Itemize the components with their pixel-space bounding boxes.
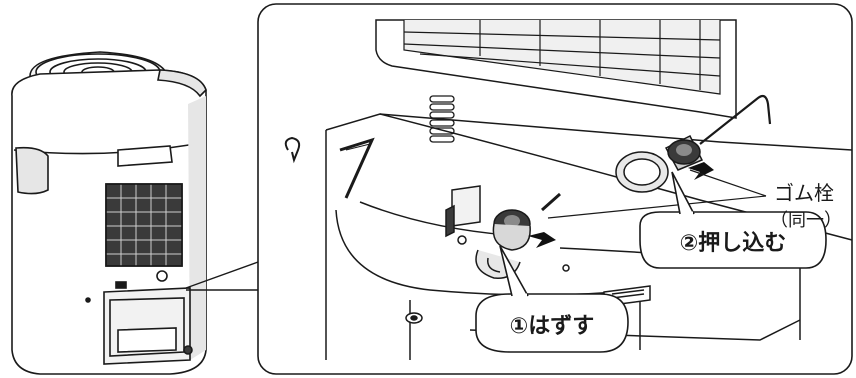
front-knob xyxy=(157,271,167,281)
label-remove: ①はずす xyxy=(510,314,595,339)
side-handle xyxy=(16,148,48,194)
label-push-in: ②押し込む xyxy=(680,230,787,256)
label-same: （同一） xyxy=(770,210,842,231)
appliance-overview xyxy=(12,52,206,374)
label-part-name: ゴム栓 xyxy=(774,181,834,205)
top-handle xyxy=(118,146,172,166)
rubber-plug-lower xyxy=(493,210,530,250)
